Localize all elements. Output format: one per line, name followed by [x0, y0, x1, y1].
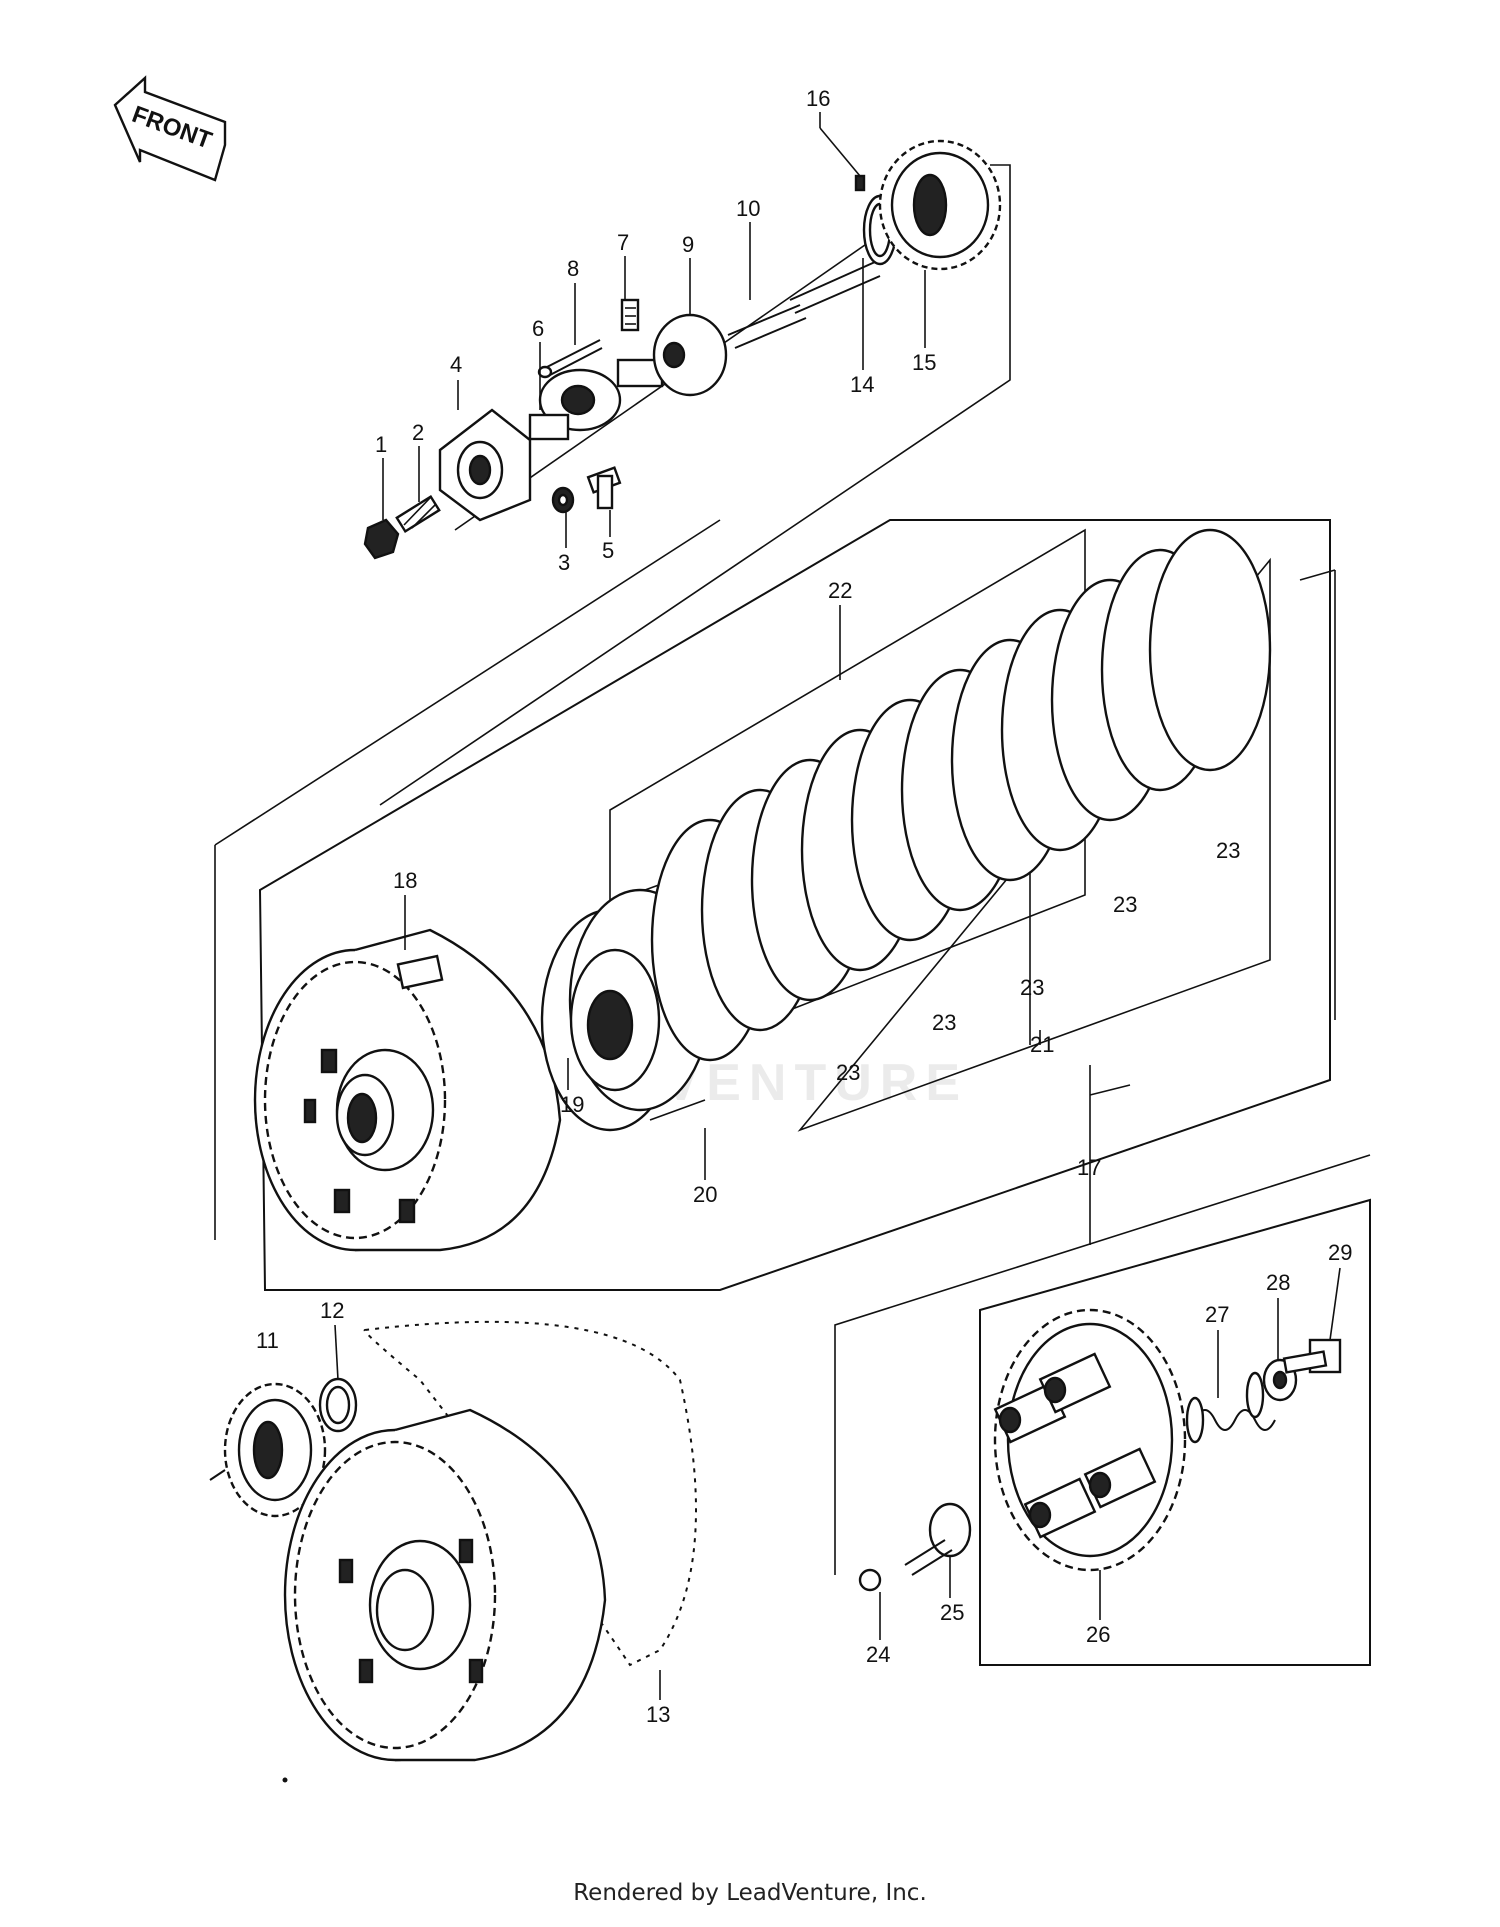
callout-20: 20	[693, 1182, 717, 1207]
callout-23d: 23	[1113, 892, 1137, 917]
callout-17: 17	[1077, 1155, 1101, 1180]
part-bolt-29	[1282, 1338, 1342, 1374]
part-circlip-12	[318, 1377, 358, 1433]
part-ball-24	[858, 1568, 882, 1592]
callout-6: 6	[532, 316, 544, 341]
part-gear-15	[878, 139, 1002, 271]
part-outer-housing-lower	[283, 1408, 607, 1762]
part-rod-10	[727, 261, 881, 349]
part-nut-1	[363, 518, 400, 560]
front-arrow-icon: FRONT	[113, 75, 227, 182]
callout-16: 16	[806, 86, 830, 111]
callout-24: 24	[866, 1642, 890, 1667]
callout-26: 26	[1086, 1622, 1110, 1647]
callout-11: 11	[256, 1328, 279, 1353]
part-screw-5	[586, 466, 622, 510]
callout-22: 22	[828, 578, 852, 603]
callout-13: 13	[646, 1702, 670, 1727]
callout-23e: 23	[1216, 838, 1240, 863]
pressure-plate-box	[834, 1065, 1371, 1666]
callout-29: 29	[1328, 1240, 1352, 1265]
callout-25: 25	[940, 1600, 964, 1625]
callout-21: 21	[1030, 1032, 1054, 1057]
callout-5: 5	[602, 538, 614, 563]
part-spring-27	[1185, 1371, 1276, 1444]
callout-27: 27	[1205, 1302, 1229, 1327]
leader-lines	[334, 112, 1341, 1700]
callout-4: 4	[450, 352, 462, 377]
plate-pack	[650, 528, 1272, 1062]
callout-23c: 23	[1020, 975, 1044, 1000]
callout-3: 3	[558, 550, 570, 575]
part-washer-3	[551, 486, 575, 514]
callout-labels: 1 2 3 4 5 6 7 8 9 10 11 12 13 14 15 16 1…	[256, 86, 1352, 1727]
callout-14: 14	[850, 372, 874, 397]
clutch-box-outline	[214, 519, 1336, 1291]
callout-7: 7	[617, 230, 629, 255]
callout-10: 10	[736, 196, 760, 221]
callout-23a: 23	[836, 1060, 860, 1085]
part-pressure-plate-26	[993, 1308, 1187, 1572]
callout-1: 1	[375, 432, 387, 457]
callout-12: 12	[320, 1298, 344, 1323]
part-clutch-housing-18	[253, 928, 562, 1252]
part-chain-13	[363, 1320, 697, 1667]
stray-dot	[282, 1777, 288, 1783]
part-stud-2	[395, 494, 441, 534]
callout-18: 18	[393, 868, 417, 893]
part-sprocket-11	[209, 1382, 327, 1518]
callout-2: 2	[412, 420, 424, 445]
part-pin-8	[537, 339, 603, 379]
part-holder-4	[438, 408, 532, 522]
callout-23b: 23	[932, 1010, 956, 1035]
part-adjuster-9	[652, 313, 728, 397]
callout-15: 15	[912, 350, 936, 375]
part-pin-16	[854, 174, 866, 192]
callout-19: 19	[560, 1092, 584, 1117]
callout-8: 8	[567, 256, 579, 281]
part-pushrod-25	[904, 1502, 972, 1576]
callout-9: 9	[682, 232, 694, 257]
part-cam-6	[528, 368, 622, 441]
credit-text: Rendered by LeadVenture, Inc.	[573, 1880, 927, 1906]
callout-28: 28	[1266, 1270, 1290, 1295]
